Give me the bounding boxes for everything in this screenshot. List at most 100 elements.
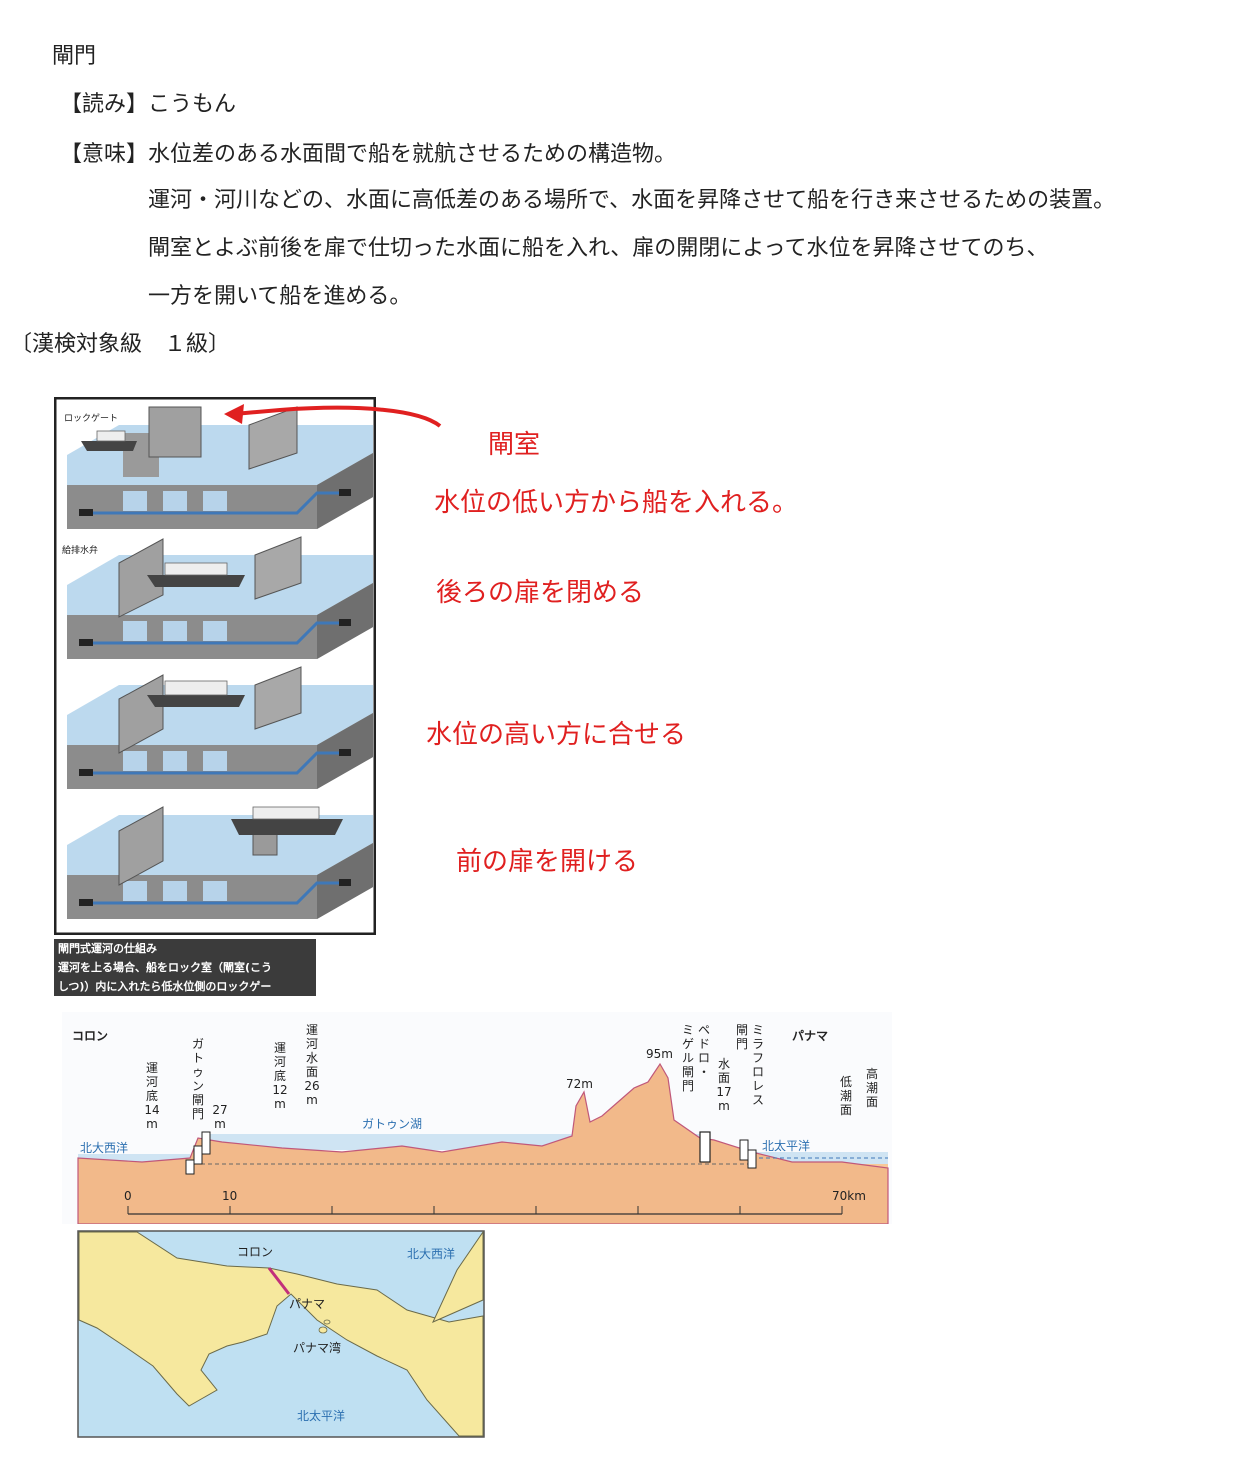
meaning-line: 閘室とよぶ前後を扉で仕切った水面に船を入れ、扉の開閉によって水位を昇降させてのち…	[148, 236, 1049, 261]
svg-text:河: 河	[306, 1037, 318, 1051]
colon-label: コロン	[72, 1029, 108, 1043]
gatun-lake-label: ガトゥン湖	[362, 1116, 422, 1131]
svg-text:フ: フ	[752, 1051, 764, 1065]
chamber-note: 閘室	[488, 430, 541, 460]
panama-map: コロン パナマ パナマ湾 北大西洋 北太平洋	[77, 1230, 485, 1438]
kanken-level: 〔漢検対象級 １級〕	[10, 332, 231, 357]
step-2-note: 後ろの扉を閉める	[436, 578, 645, 608]
canal-profile: コロン パナマ 北大西洋 北太平洋 ガトゥン湖 72m 95m 0 10 70k…	[62, 1012, 892, 1224]
map-pacific-label: 北太平洋	[297, 1408, 345, 1423]
svg-text:ン: ン	[192, 1079, 204, 1093]
scale-10: 10	[222, 1189, 237, 1203]
svg-text:河: 河	[146, 1075, 158, 1089]
high-tide-label: 高潮面	[866, 1066, 878, 1109]
caption-line: 運河を上る場合、船をロック室（閘室(こう	[58, 961, 273, 974]
svg-text:運: 運	[306, 1023, 318, 1037]
svg-text:門: 門	[736, 1037, 748, 1051]
peak-95-label: 95m	[646, 1047, 673, 1061]
svg-text:ロ: ロ	[698, 1051, 710, 1065]
meaning-line: 水位差のある水面間で船を就航させるための構造物。	[148, 142, 677, 167]
svg-text:水: 水	[306, 1051, 318, 1065]
svg-text:27: 27	[212, 1103, 227, 1117]
caption-line: しつ)）内に入れたら低水位側のロックゲー	[58, 980, 272, 993]
map-panama-label: パナマ	[289, 1297, 325, 1311]
svg-text:ミ: ミ	[682, 1023, 694, 1037]
svg-text:レ: レ	[752, 1079, 764, 1093]
svg-text:潮: 潮	[866, 1080, 878, 1095]
svg-text:低: 低	[840, 1075, 852, 1089]
rock-gate-label: ロックゲート	[64, 412, 118, 424]
svg-text:ロ: ロ	[752, 1065, 764, 1079]
scale-70km: 70km	[832, 1189, 866, 1203]
svg-text:ゲ: ゲ	[682, 1037, 694, 1051]
svg-text:ペ: ペ	[698, 1023, 710, 1037]
svg-text:ル: ル	[682, 1051, 694, 1065]
step-4-note: 前の扉を開ける	[456, 847, 639, 877]
svg-text:運: 運	[146, 1061, 158, 1075]
map-atlantic-label: 北大西洋	[407, 1246, 455, 1261]
pacific-label: 北太平洋	[762, 1138, 810, 1153]
svg-text:ス: ス	[752, 1093, 764, 1107]
svg-text:面: 面	[840, 1103, 852, 1117]
meaning-line: 運河・河川などの、水面に高低差のある場所で、水面を昇降させて船を行き来させるため…	[148, 188, 1116, 213]
svg-text:m: m	[274, 1097, 286, 1111]
svg-text:m: m	[214, 1117, 226, 1131]
svg-text:・: ・	[698, 1065, 710, 1079]
map-panama-bay-label: パナマ湾	[293, 1340, 341, 1355]
svg-text:26: 26	[304, 1079, 319, 1093]
valve-label: 給排水弁	[62, 544, 98, 556]
height-27-label: 27m	[212, 1103, 227, 1131]
svg-text:m: m	[718, 1099, 730, 1113]
atlantic-label: 北大西洋	[80, 1140, 128, 1155]
scale-0: 0	[124, 1189, 132, 1203]
svg-text:高: 高	[866, 1066, 878, 1081]
step-1-note: 水位の低い方から船を入れる。	[434, 488, 799, 518]
svg-text:ミ: ミ	[752, 1023, 764, 1037]
peak-72-label: 72m	[566, 1077, 593, 1091]
low-tide-label: 低潮面	[840, 1075, 852, 1117]
panama-label: パナマ	[792, 1029, 828, 1043]
svg-text:底: 底	[146, 1088, 158, 1103]
meaning-label: 【意味】	[60, 142, 149, 167]
svg-text:ト: ト	[192, 1051, 204, 1065]
reading: こうもん	[148, 92, 237, 117]
svg-text:運: 運	[274, 1041, 286, 1055]
svg-text:14: 14	[144, 1103, 159, 1117]
svg-text:面: 面	[718, 1071, 730, 1085]
svg-text:ラ: ラ	[752, 1037, 764, 1051]
svg-text:面: 面	[866, 1095, 878, 1109]
svg-text:閘: 閘	[682, 1065, 694, 1079]
svg-text:ゥ: ゥ	[192, 1065, 204, 1079]
svg-text:門: 門	[682, 1079, 694, 1093]
svg-text:潮: 潮	[840, 1088, 852, 1103]
svg-text:閘: 閘	[736, 1023, 748, 1037]
step-3-note: 水位の高い方に合せる	[426, 720, 687, 750]
svg-text:ガ: ガ	[192, 1037, 204, 1051]
svg-text:底: 底	[274, 1068, 286, 1083]
svg-text:門: 門	[192, 1107, 204, 1121]
headword: 閘門	[52, 44, 97, 69]
chamber-arrow	[224, 404, 442, 428]
reading-label: 【読み】	[60, 92, 149, 117]
map-colon-label: コロン	[237, 1245, 273, 1259]
svg-text:m: m	[146, 1117, 158, 1131]
svg-text:17: 17	[716, 1085, 731, 1099]
caption-line: 閘門式運河の仕組み	[58, 942, 157, 955]
figure-caption: 閘門式運河の仕組み 運河を上る場合、船をロック室（閘室(こう しつ)）内に入れた…	[54, 939, 316, 996]
svg-text:閘: 閘	[192, 1093, 204, 1107]
svg-text:河: 河	[274, 1055, 286, 1069]
svg-text:m: m	[306, 1093, 318, 1107]
lock-figure: ロックゲート 給排水弁	[54, 397, 376, 935]
svg-text:面: 面	[306, 1065, 318, 1079]
svg-text:12: 12	[272, 1083, 287, 1097]
svg-text:水: 水	[718, 1057, 730, 1071]
meaning-line: 一方を開いて船を進める。	[148, 284, 412, 309]
svg-text:ド: ド	[698, 1037, 710, 1051]
